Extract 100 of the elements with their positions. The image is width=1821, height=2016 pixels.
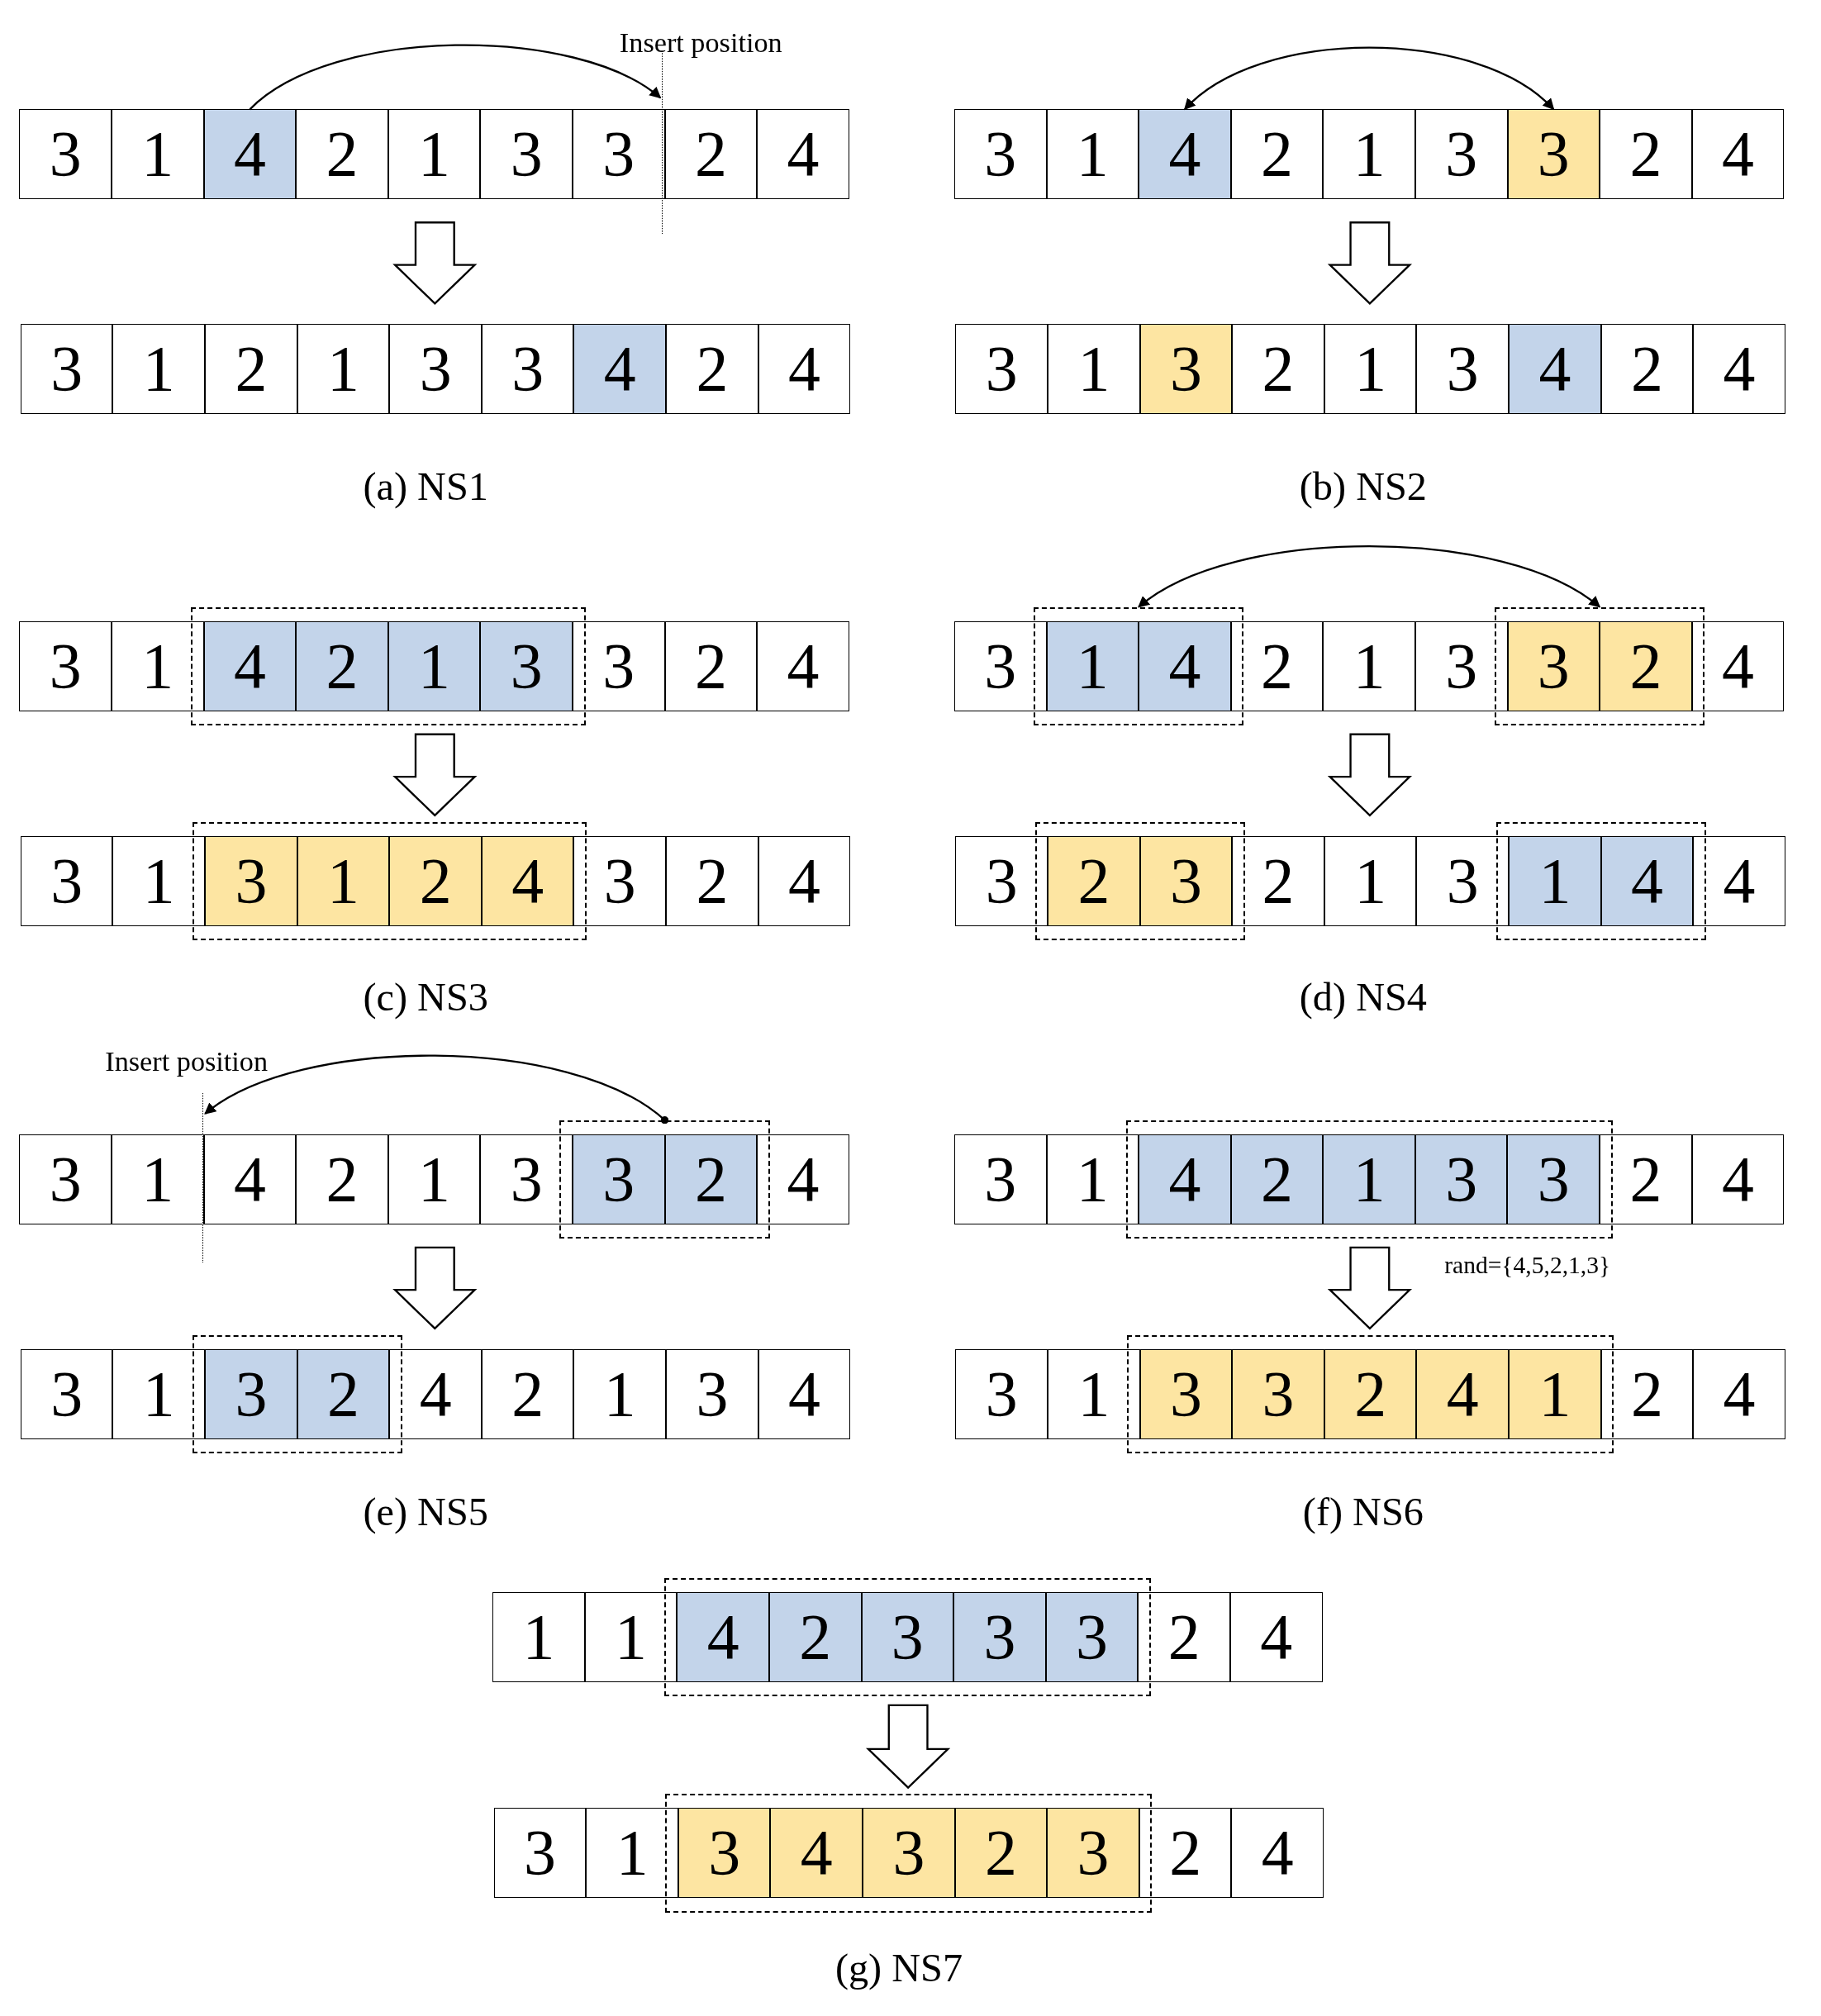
sequence-cell: 1 — [112, 835, 206, 926]
sequence-cell: 1 — [573, 1348, 667, 1439]
sequence-cell: 2 — [1138, 1591, 1230, 1682]
sequence-cell: 4 — [758, 324, 851, 415]
insert-position-label: Insert position — [105, 1044, 269, 1077]
sequence-cell: 1 — [111, 620, 204, 711]
sequence-row — [955, 324, 1785, 415]
sequence-cell: 4 — [758, 835, 851, 926]
sequence-row — [19, 109, 849, 200]
sequence-cell: 3 — [1047, 1808, 1139, 1899]
sequence-cell: 3 — [1414, 109, 1508, 200]
sequence-cell: 4 — [203, 109, 297, 200]
sequence-cell: 2 — [1048, 835, 1140, 926]
sequence-cell: 4 — [1691, 620, 1785, 711]
sequence-cell: 1 — [1323, 109, 1415, 200]
insert-position-line — [202, 1093, 204, 1263]
sequence-cell: 2 — [205, 324, 297, 415]
sequence-cell: 3 — [1139, 324, 1233, 415]
sequence-cell: 4 — [1691, 1134, 1785, 1224]
sequence-cell: 4 — [1691, 109, 1785, 200]
insert-position-label: Insert position — [619, 26, 782, 59]
sequence-cell: 1 — [1046, 109, 1139, 200]
sequence-cell: 2 — [296, 620, 388, 711]
sequence-cell: 2 — [666, 835, 758, 926]
sequence-cell: 3 — [20, 835, 113, 926]
sequence-cell: 1 — [1323, 620, 1415, 711]
sequence-cell: 4 — [770, 1808, 863, 1899]
sequence-cell: 4 — [1139, 1134, 1231, 1224]
sequence-cell: 3 — [955, 324, 1048, 415]
sequence-cell: 3 — [1416, 835, 1510, 926]
sequence-cell: 2 — [768, 1591, 862, 1682]
sequence-cell: 1 — [297, 835, 390, 926]
sequence-cell: 4 — [1139, 620, 1231, 711]
dashed-selection-box — [1127, 1334, 1614, 1453]
sequence-cell: 3 — [1507, 109, 1600, 200]
caption: (f) NS6 — [1302, 1488, 1424, 1534]
sequence-cell: 2 — [664, 109, 758, 200]
caption: (g) NS7 — [834, 1944, 963, 1990]
dashed-selection-box — [1494, 606, 1705, 725]
caption: (e) NS5 — [363, 1488, 488, 1534]
sequence-cell: 3 — [953, 620, 1047, 711]
dashed-selection-box — [1033, 606, 1244, 725]
dashed-selection-box — [665, 1794, 1153, 1913]
dashed-selection-box — [190, 606, 586, 725]
sequence-cell: 1 — [111, 109, 204, 200]
sequence-cell: 3 — [861, 1591, 954, 1682]
sequence-cell: 2 — [296, 1134, 388, 1224]
dashed-selection-box — [559, 1120, 770, 1239]
sequence-cell: 3 — [481, 324, 574, 415]
sequence-cell: 1 — [1324, 835, 1417, 926]
sequence-cell: 3 — [955, 1348, 1048, 1439]
sequence-cell: 3 — [493, 1808, 587, 1899]
sequence-cell: 2 — [1600, 109, 1692, 200]
dashed-selection-box — [663, 1577, 1151, 1696]
sequence-cell: 1 — [492, 1591, 585, 1682]
sequence-cell: 3 — [20, 1348, 113, 1439]
sequence-cell: 1 — [1324, 324, 1417, 415]
sequence-cell: 3 — [955, 835, 1048, 926]
sequence-cell: 1 — [387, 1134, 481, 1224]
sequence-cell: 3 — [480, 620, 573, 711]
dashed-selection-box — [192, 821, 587, 940]
sequence-cell: 3 — [1507, 1134, 1600, 1224]
block-arrow — [392, 733, 478, 817]
sequence-cell: 2 — [297, 1348, 390, 1439]
caption: (a) NS1 — [363, 463, 488, 509]
sequence-cell: 4 — [757, 1134, 849, 1224]
sequence-cell: 4 — [203, 620, 297, 711]
sequence-cell: 1 — [1048, 324, 1140, 415]
sequence-cell: 2 — [1600, 1348, 1694, 1439]
sequence-cell: 3 — [1139, 1348, 1233, 1439]
curved-arrow — [1183, 46, 1555, 111]
sequence-cell: 2 — [1324, 1348, 1417, 1439]
block-arrow — [1327, 221, 1413, 305]
sequence-cell: 3 — [953, 109, 1047, 200]
sequence-cell: 3 — [1416, 324, 1510, 415]
block-arrow — [1327, 1246, 1413, 1330]
sequence-cell: 2 — [1600, 1134, 1692, 1224]
caption: (c) NS3 — [363, 973, 488, 1020]
sequence-cell: 1 — [112, 324, 206, 415]
sequence-cell: 2 — [954, 1808, 1048, 1899]
curved-arrow — [204, 1054, 669, 1124]
sequence-cell: 2 — [1600, 324, 1694, 415]
sequence-cell: 3 — [572, 620, 665, 711]
sequence-cell: 1 — [387, 109, 481, 200]
sequence-cell: 4 — [677, 1591, 769, 1682]
sequence-cell: 2 — [1600, 620, 1692, 711]
sequence-cell: 2 — [1139, 1808, 1232, 1899]
sequence-cell: 1 — [1323, 1134, 1415, 1224]
sequence-cell: 3 — [20, 324, 113, 415]
insert-position-line — [661, 51, 663, 235]
sequence-cell: 1 — [1046, 1134, 1139, 1224]
sequence-cell: 3 — [19, 109, 112, 200]
sequence-cell: 2 — [481, 1348, 574, 1439]
sequence-cell: 4 — [1229, 1591, 1323, 1682]
block-arrow — [392, 221, 478, 305]
curved-arrow — [249, 44, 662, 111]
sequence-cell: 1 — [111, 1134, 204, 1224]
sequence-cell: 4 — [481, 835, 574, 926]
sequence-row — [20, 324, 851, 415]
caption: (d) NS4 — [1299, 973, 1427, 1020]
